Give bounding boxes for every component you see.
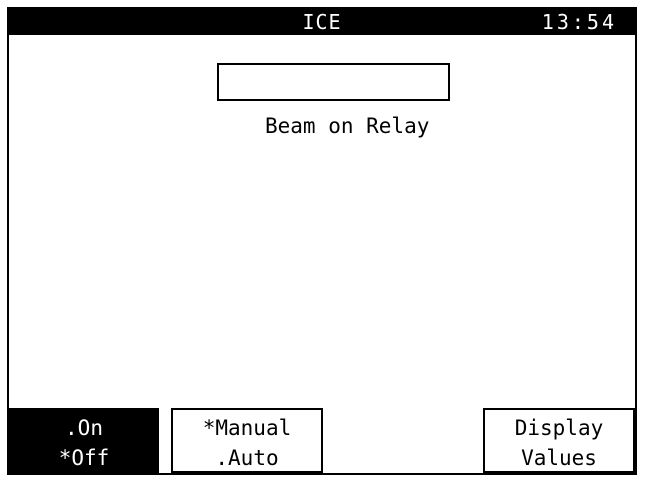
display-values-label-line2: Values: [521, 446, 597, 470]
on-off-softkey[interactable]: .On *Off: [9, 408, 159, 473]
display-values-label-line1: Display: [514, 416, 604, 440]
display-values-softkey[interactable]: Display Values: [483, 408, 635, 473]
manual-option-label: *Manual: [202, 416, 292, 440]
beam-relay-label: Beam on Relay: [265, 114, 430, 138]
on-option-label: .On: [65, 416, 103, 440]
manual-auto-softkey[interactable]: *Manual .Auto: [171, 408, 323, 473]
beam-relay-status-box: [217, 63, 450, 101]
device-screen: ICE 13:54 Beam on Relay .On *Off *Manual…: [7, 7, 637, 475]
screen-title: ICE: [302, 10, 342, 34]
title-bar: ICE 13:54: [9, 9, 635, 35]
clock: 13:54: [541, 10, 617, 34]
off-option-label: *Off: [58, 446, 110, 470]
auto-option-label: .Auto: [215, 446, 279, 470]
